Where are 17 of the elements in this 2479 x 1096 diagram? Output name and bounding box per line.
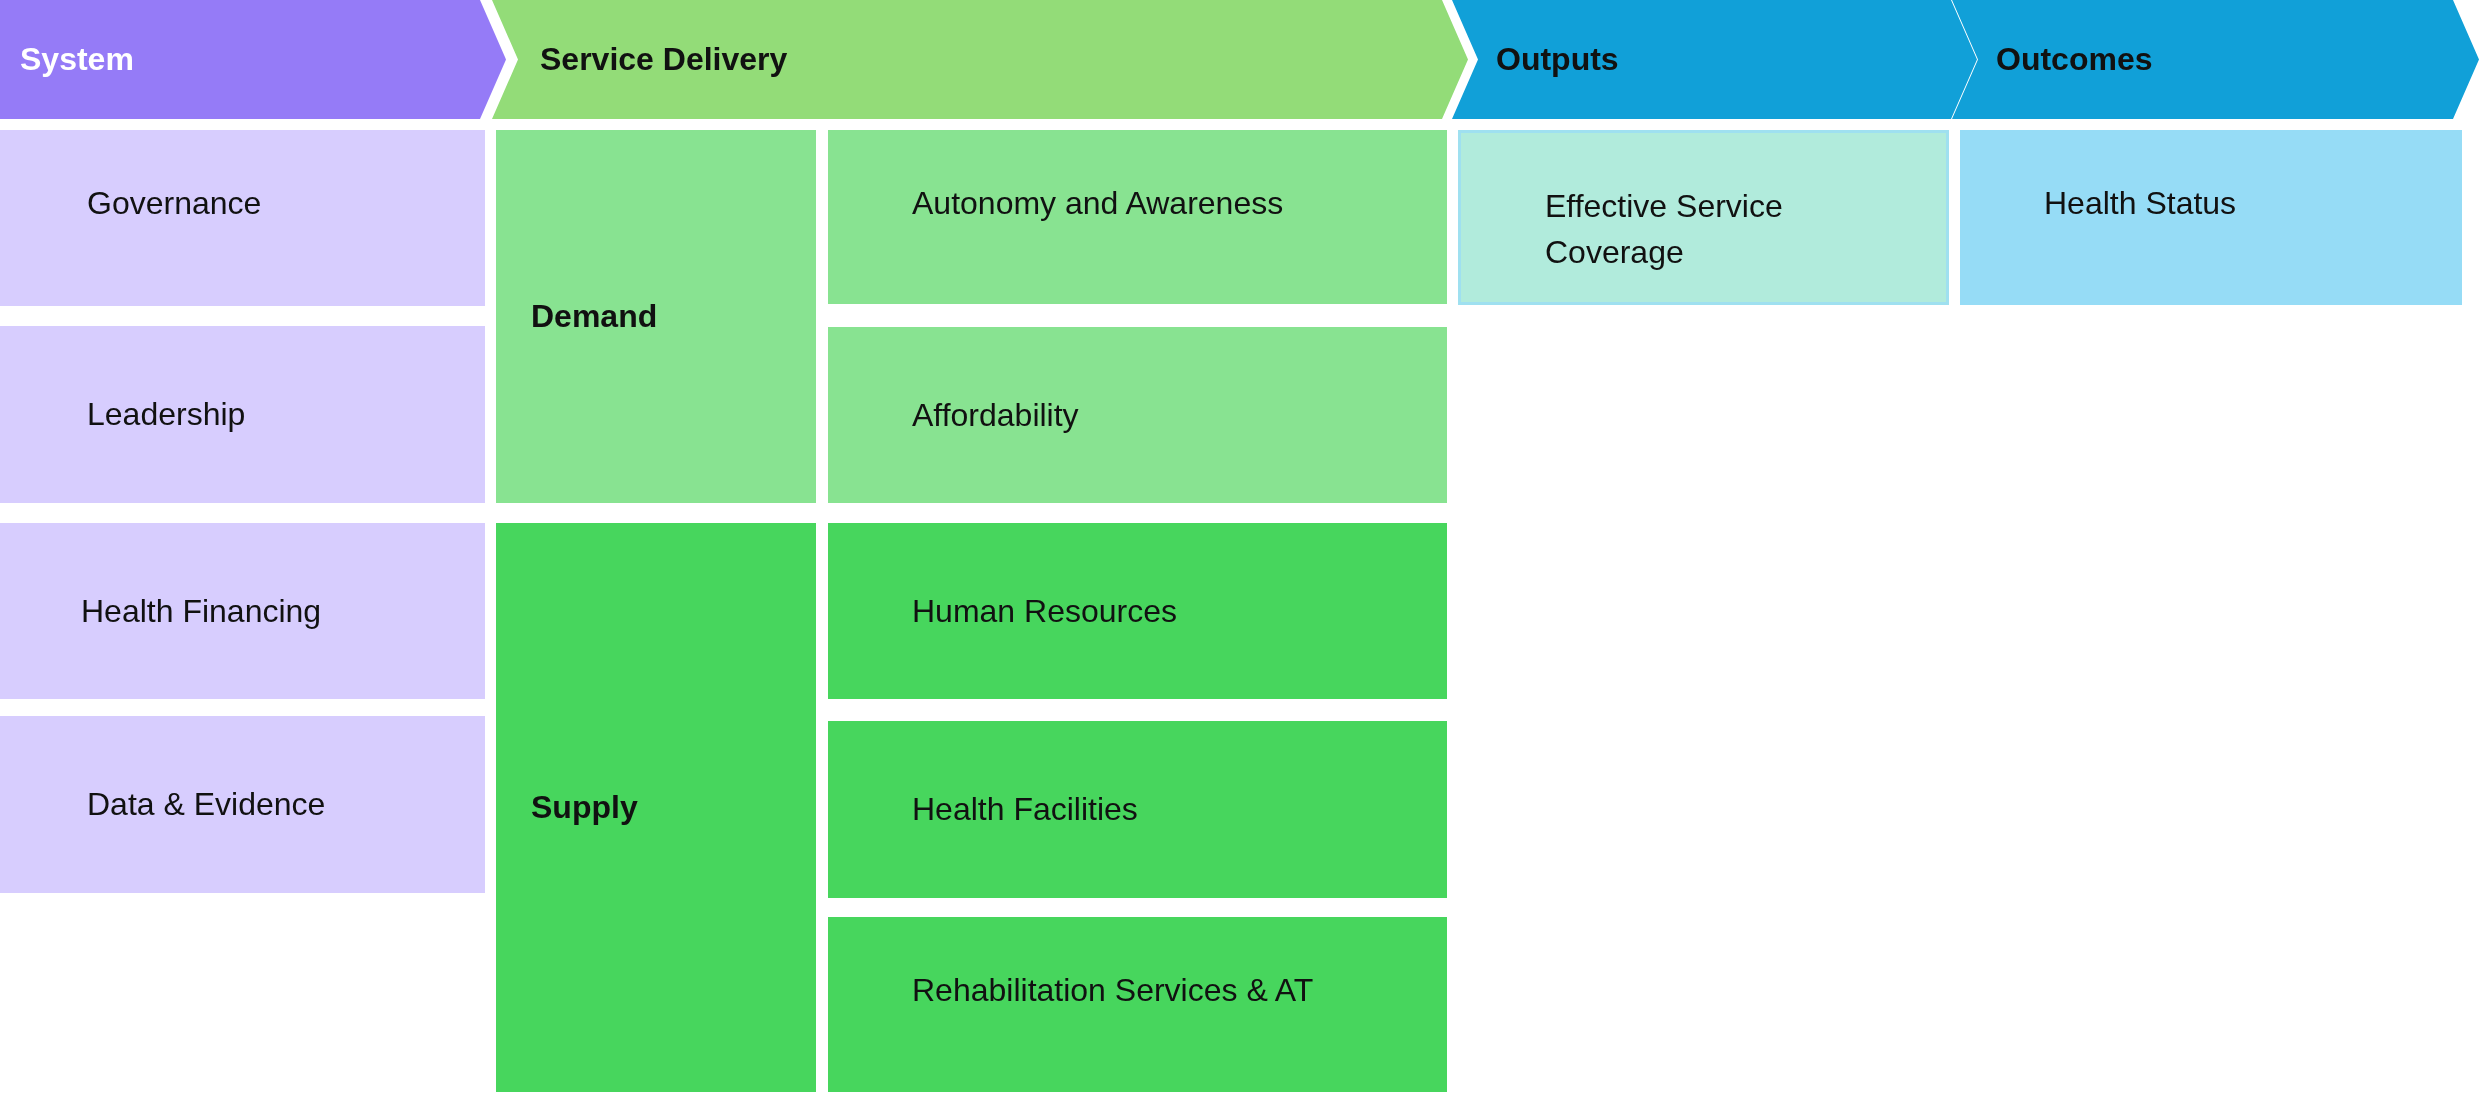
stage-banner: Outputs (1452, 0, 1977, 119)
category-box: Governance (0, 130, 485, 306)
category-box: Rehabilitation Services & AT (828, 917, 1447, 1092)
group-box: Demand (496, 130, 816, 503)
category-box: Autonomy and Awareness (828, 130, 1447, 304)
stage-banner: Outcomes (1952, 0, 2479, 119)
category-box: Health Financing (0, 523, 485, 699)
category-box: Data & Evidence (0, 716, 485, 893)
category-box: Leadership (0, 326, 485, 503)
category-box: Human Resources (828, 523, 1447, 699)
category-box: Effective Service Coverage (1458, 130, 1949, 305)
stage-banner: Service Delivery (492, 0, 1468, 119)
category-box: Affordability (828, 327, 1447, 503)
category-box: Health Status (1960, 130, 2462, 305)
group-box: Supply (496, 523, 816, 1092)
stage-banner: System (0, 0, 506, 119)
category-box: Health Facilities (828, 721, 1447, 898)
